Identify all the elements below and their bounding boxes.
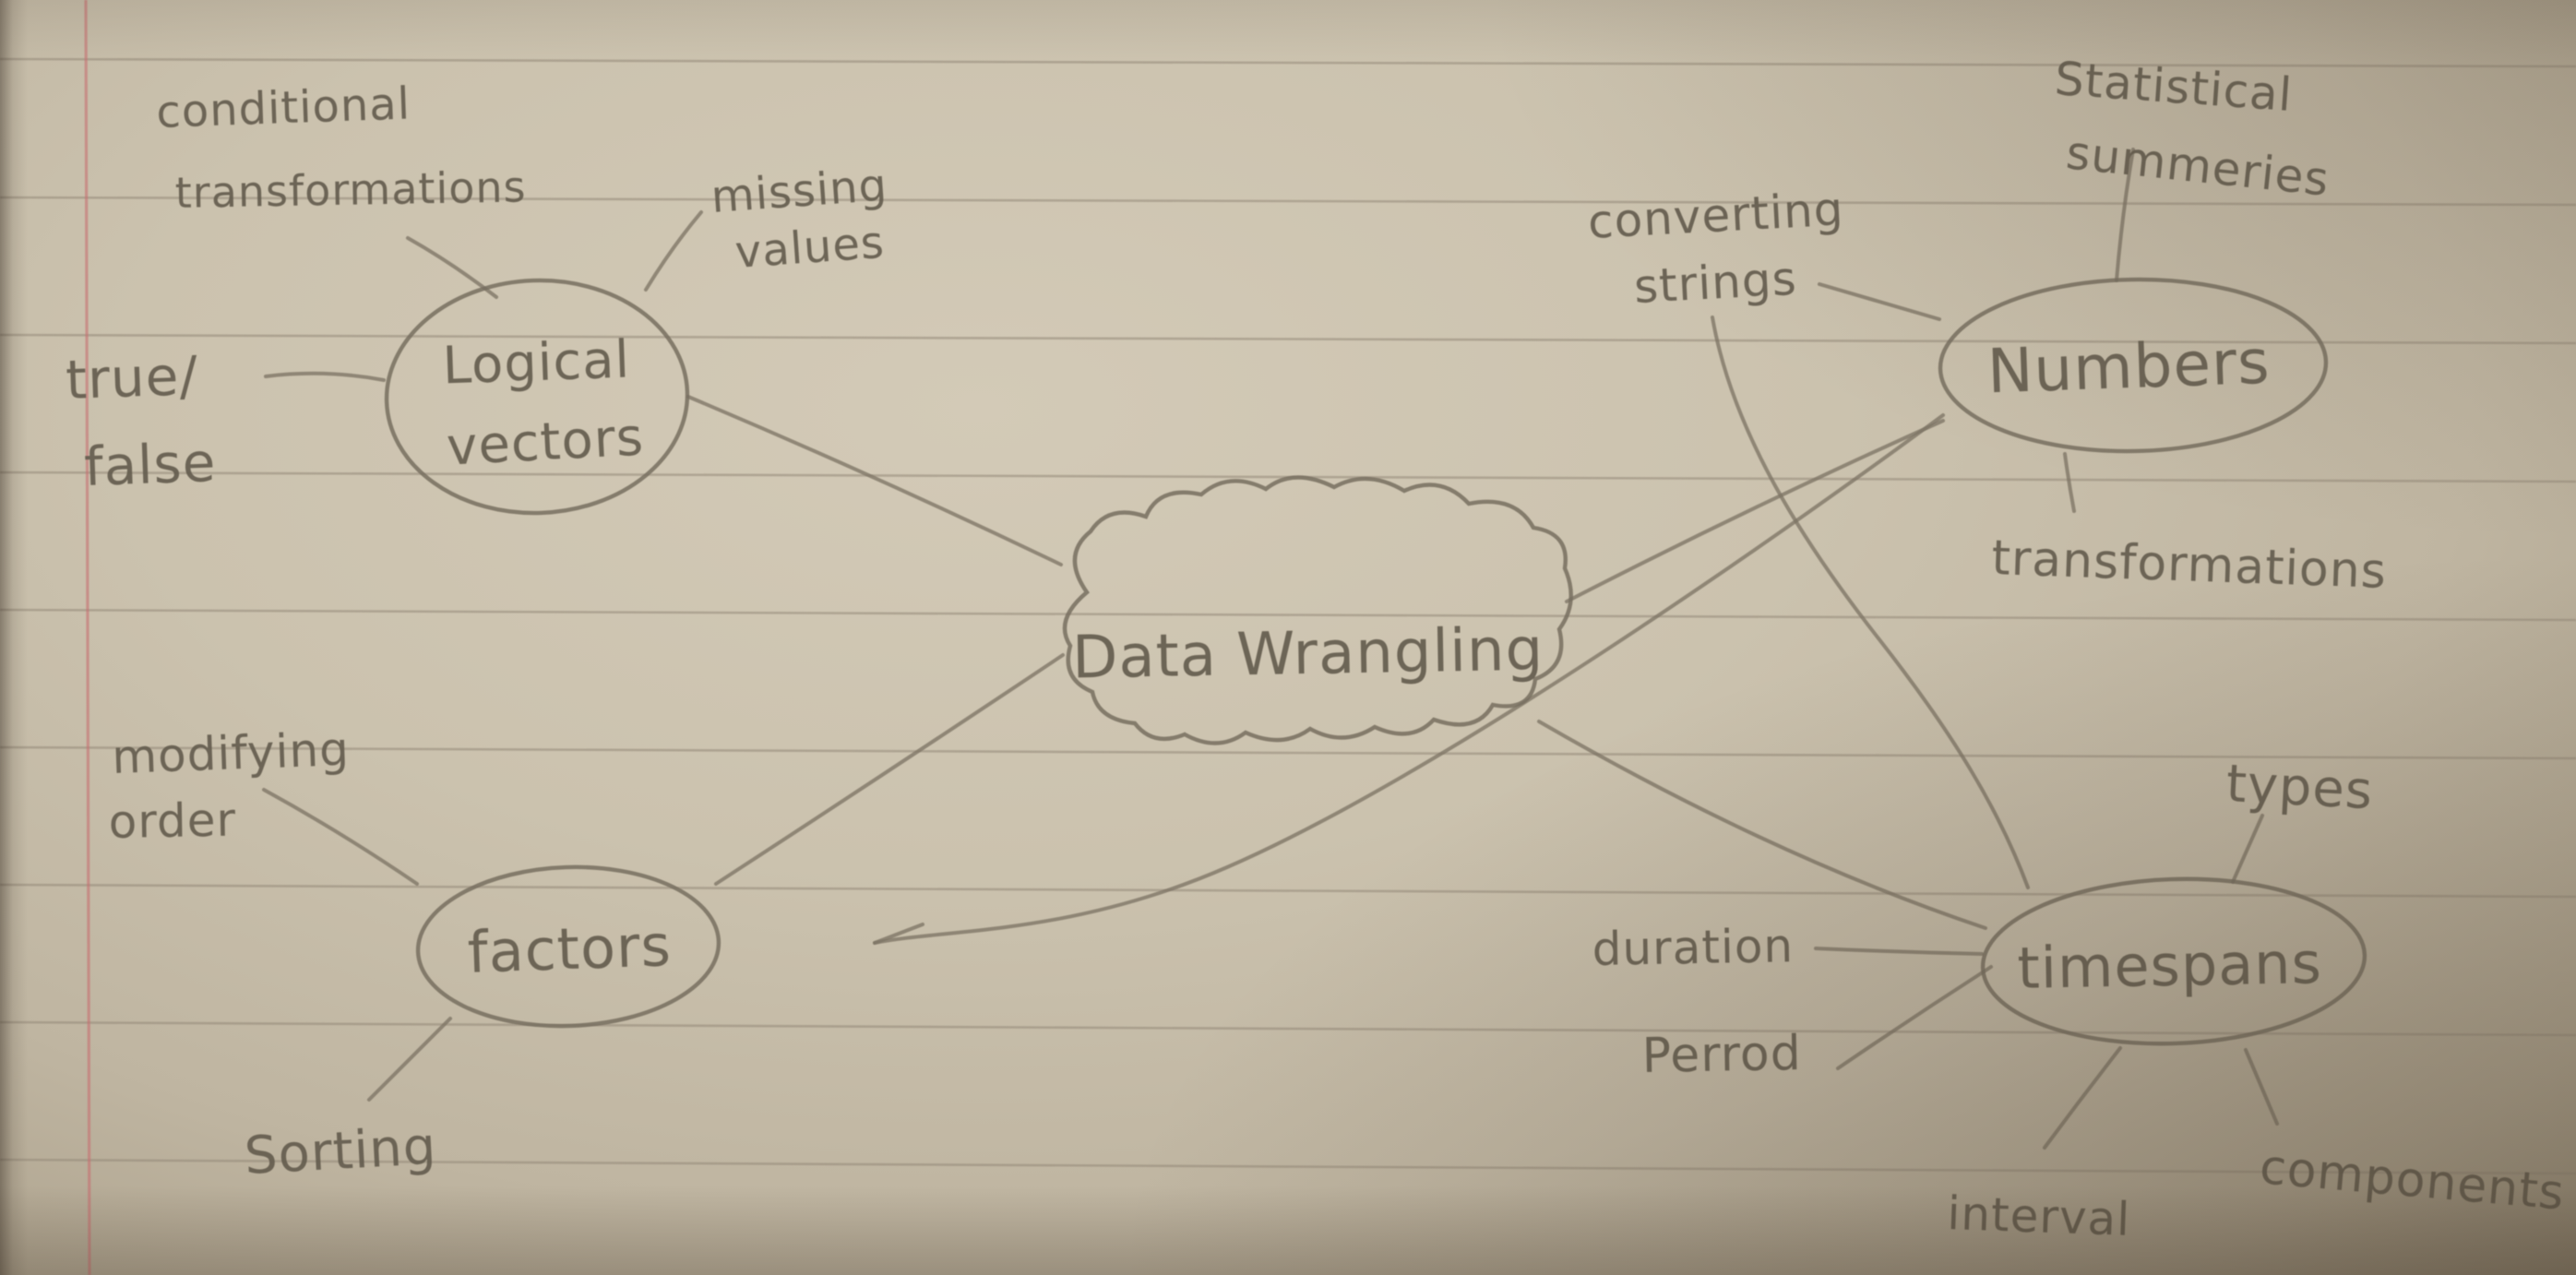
node-logical-vectors-oval (384, 278, 690, 516)
label-statistical-line2: summeries (2064, 125, 2332, 207)
label-converting-line2: strings (1633, 252, 1798, 314)
edge-missing-logical (644, 210, 703, 292)
edge-statistical-numbers (2115, 148, 2135, 282)
label-truefalse-line1: true/ (65, 344, 199, 411)
rule-line (0, 57, 2576, 68)
label-transformations: transformations (1991, 530, 2388, 600)
label-modifying-line2: order (108, 793, 236, 849)
node-shapes (384, 277, 2367, 1046)
label-logical-line1: Logical (442, 329, 631, 396)
edge-components-timespans (2244, 1048, 2279, 1126)
rule-line (0, 1020, 2576, 1037)
label-numbers: Numbers (1986, 327, 2272, 408)
node-timespans-oval (1980, 876, 2367, 1046)
rule-line (0, 745, 2576, 760)
rule-line (0, 333, 2576, 345)
node-numbers-oval (1938, 277, 2329, 454)
margin-line (84, 0, 91, 1275)
label-missing-line2: values (733, 217, 887, 279)
rule-line (0, 883, 2576, 899)
edge-truefalse-logical (264, 371, 386, 382)
node-data-wrangling-cloud (1062, 475, 1573, 745)
label-timespans: timespans (2017, 929, 2323, 1002)
edge-period-timespans (1836, 965, 1993, 1070)
rule-line (0, 608, 2576, 622)
edge-center-timespans (1537, 720, 1987, 930)
edge-logical-center (686, 395, 1063, 566)
edge-converting-numbers (1818, 282, 1941, 321)
rule-line (0, 196, 2576, 207)
label-interval: interval (1947, 1186, 2132, 1246)
edge-types-timespans (2231, 814, 2264, 884)
label-sorting: Sorting (243, 1116, 438, 1186)
label-duration: duration (1592, 919, 1794, 976)
rule-line (0, 1158, 2576, 1175)
edge-factors-center (714, 653, 1065, 886)
label-conditional-line1: conditional (155, 77, 411, 138)
edge-duration-timespans (1814, 947, 1984, 956)
label-factors: factors (467, 912, 673, 986)
label-data-wrangling: Data Wrangling (1072, 616, 1544, 693)
labels: conditional transformations missing valu… (65, 52, 2567, 1246)
label-conditional-line2: transformations (174, 161, 527, 218)
edge-modifying-factors (262, 788, 419, 886)
label-logical-line2: vectors (446, 407, 646, 477)
label-statistical-line1: Statistical (2053, 52, 2294, 122)
node-factors-oval (415, 864, 722, 1029)
label-truefalse-line2: false (83, 431, 217, 498)
edge-numbers-transformations (2063, 452, 2076, 513)
label-missing-line1: missing (710, 160, 889, 223)
connectors (262, 148, 2279, 1150)
edge-sorting-factors (367, 1017, 452, 1102)
label-components: components (2258, 1139, 2567, 1221)
label-modifying-line1: modifying (111, 722, 350, 784)
label-types: types (2224, 754, 2374, 821)
edge-interval-timespans (2043, 1046, 2122, 1150)
label-converting-line1: converting (1587, 183, 1845, 249)
label-period: Perrod (1641, 1026, 1802, 1084)
edge-center-numbers (1565, 419, 1945, 603)
edge-converting-timespans (1711, 316, 2030, 889)
ruled-lines (0, 57, 2576, 1175)
edge-numbers-factors (873, 413, 1945, 945)
edge-numbers-factors-arrow-tick (873, 923, 924, 945)
edge-conditional-logical (406, 236, 498, 299)
